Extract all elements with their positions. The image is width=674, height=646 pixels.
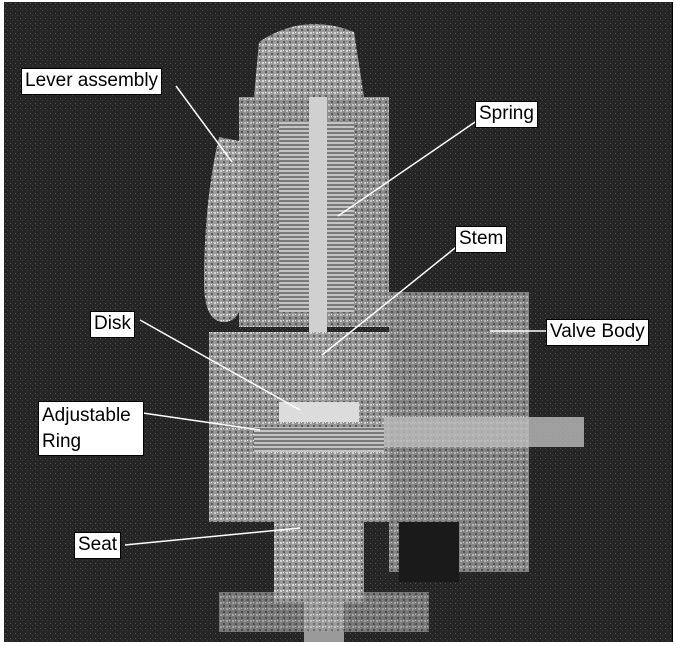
label-adjustable-ring-line2: Ring bbox=[42, 429, 140, 455]
label-seat: Seat bbox=[74, 532, 121, 559]
label-spring: Spring bbox=[475, 101, 538, 128]
label-adjustable-ring-line1: Adjustable bbox=[42, 403, 140, 429]
label-disk: Disk bbox=[90, 311, 135, 338]
valve-ring bbox=[254, 427, 384, 452]
label-adjustable-ring: Adjustable Ring bbox=[38, 401, 144, 456]
valve-disk bbox=[279, 402, 359, 422]
label-stem: Stem bbox=[455, 226, 507, 253]
label-lever-assembly: Lever assembly bbox=[21, 68, 162, 95]
label-valve-body: Valve Body bbox=[546, 319, 649, 346]
valve-inlet bbox=[274, 452, 364, 602]
